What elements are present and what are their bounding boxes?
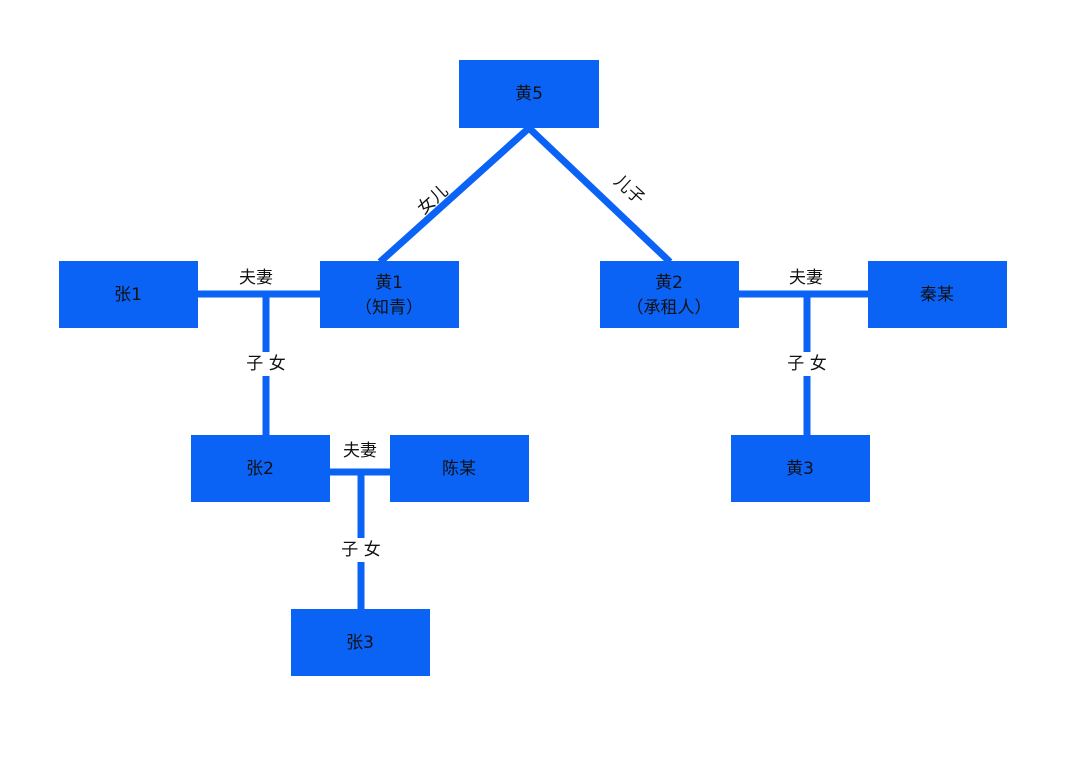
node-huang3: 黄3 <box>731 435 870 502</box>
links <box>198 125 868 609</box>
node-zhang1-label: 张1 <box>114 285 142 305</box>
node-huang2: 黄2 （承租人） <box>600 261 739 328</box>
node-qin: 秦某 <box>868 261 1007 328</box>
label-spouse-1: 夫妻 <box>239 268 273 288</box>
node-huang1-sublabel: （知青） <box>355 298 423 318</box>
label-bg-children-2 <box>783 352 831 376</box>
node-huang1-label: 黄1 <box>375 273 403 293</box>
node-huang2-box <box>600 261 739 328</box>
node-huang1: 黄1 （知青） <box>320 261 459 328</box>
node-huang3-label: 黄3 <box>786 459 814 479</box>
node-huang5-label: 黄5 <box>515 84 543 104</box>
label-daughter: 女儿 <box>414 181 453 219</box>
node-qin-label: 秦某 <box>920 285 954 305</box>
node-zhang2: 张2 <box>191 435 330 502</box>
node-zhang2-label: 张2 <box>246 459 274 479</box>
nodes: 黄5 张1 黄1 （知青） 黄2 （承租人） 秦某 张2 陈某 <box>59 60 1007 676</box>
node-chen: 陈某 <box>390 435 529 502</box>
node-huang5: 黄5 <box>459 60 599 128</box>
node-huang2-sublabel: （承租人） <box>627 298 712 318</box>
label-spouse-3: 夫妻 <box>343 441 377 461</box>
label-bg-children-3 <box>337 538 385 562</box>
label-children-2: 子 女 <box>787 354 826 374</box>
node-zhang3: 张3 <box>291 609 430 676</box>
label-son: 儿子 <box>610 171 649 209</box>
label-bg-children-1 <box>242 352 290 376</box>
node-zhang3-box <box>291 609 430 676</box>
label-children-3: 子 女 <box>341 540 380 560</box>
link-huang5-huang1 <box>377 125 532 265</box>
label-spouse-2: 夫妻 <box>789 268 823 288</box>
node-qin-box <box>868 261 1007 328</box>
node-zhang1: 张1 <box>59 261 198 328</box>
node-zhang3-label: 张3 <box>346 633 374 653</box>
node-zhang2-box <box>191 435 330 502</box>
edge-labels: 女儿 儿子 夫妻 夫妻 夫妻 子 女 子 女 子 女 <box>239 171 831 562</box>
node-zhang1-box <box>59 261 198 328</box>
node-huang5-box <box>459 60 599 128</box>
node-huang3-box <box>731 435 870 502</box>
node-huang1-box <box>320 261 459 328</box>
label-children-1: 子 女 <box>246 354 285 374</box>
node-huang2-label: 黄2 <box>655 273 683 293</box>
link-huang5-huang2 <box>526 125 673 265</box>
node-chen-label: 陈某 <box>442 459 476 479</box>
node-chen-box <box>390 435 529 502</box>
